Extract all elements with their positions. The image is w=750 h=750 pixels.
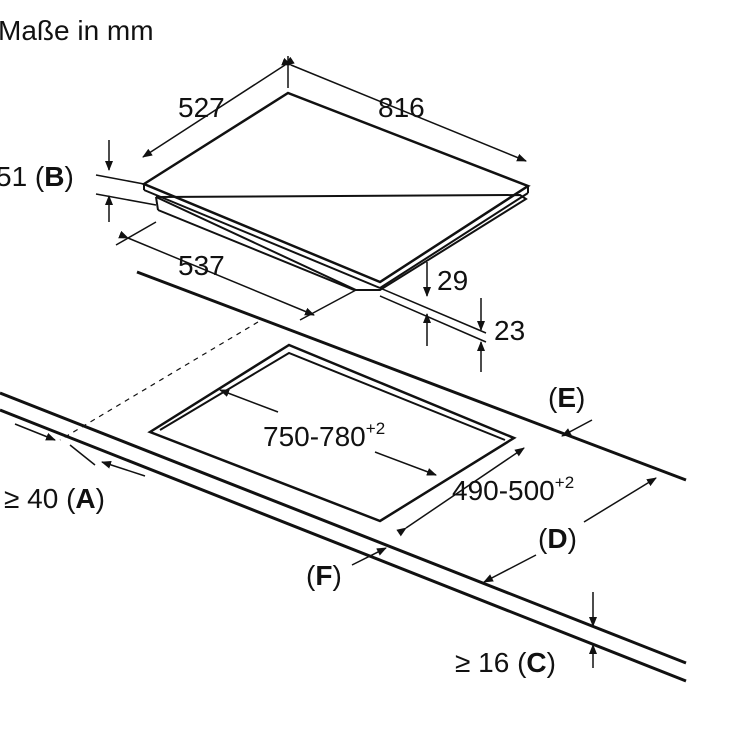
label-d-letter: D xyxy=(547,523,567,554)
label-inner-depth-537: 537 xyxy=(178,250,225,281)
label-cutout-depth: 490-500+2 xyxy=(452,473,574,506)
cutout-opening xyxy=(147,343,517,523)
label-distance-a-value: ≥ 40 xyxy=(4,483,58,514)
label-distance-a-letter: A xyxy=(75,483,95,514)
label-distance-c-value: ≥ 16 xyxy=(455,647,509,678)
label-distance-c-letter: C xyxy=(526,647,546,678)
label-frame-height-29: 29 xyxy=(437,265,468,296)
cutout-dimension-lines xyxy=(14,389,657,668)
units-title: Maße in mm xyxy=(0,15,154,46)
label-e: (E) xyxy=(548,382,585,413)
label-distance-a: ≥ 40 (A) xyxy=(4,483,105,514)
label-cutout-depth-value: 490-500 xyxy=(452,475,555,506)
label-cutout-width-value: 750-780 xyxy=(263,421,366,452)
label-height-b-value: 51 xyxy=(0,161,27,192)
label-cutout-width: 750-780+2 xyxy=(263,419,385,452)
label-e-letter: E xyxy=(557,382,576,413)
label-width-816: 816 xyxy=(378,92,425,123)
label-cutout-width-tolerance: +2 xyxy=(366,419,385,438)
countertop xyxy=(0,270,687,683)
label-base-height-23: 23 xyxy=(494,315,525,346)
label-depth-527: 527 xyxy=(178,92,225,123)
hob-dimension-lines xyxy=(95,56,527,372)
label-f: (F) xyxy=(306,560,342,591)
label-distance-c: ≥ 16 (C) xyxy=(455,647,556,678)
label-f-letter: F xyxy=(315,560,332,591)
label-d: (D) xyxy=(538,523,577,554)
label-height-b-letter: B xyxy=(44,161,64,192)
label-cutout-depth-tolerance: +2 xyxy=(555,473,574,492)
label-height-b: 51 (B) xyxy=(0,161,74,192)
